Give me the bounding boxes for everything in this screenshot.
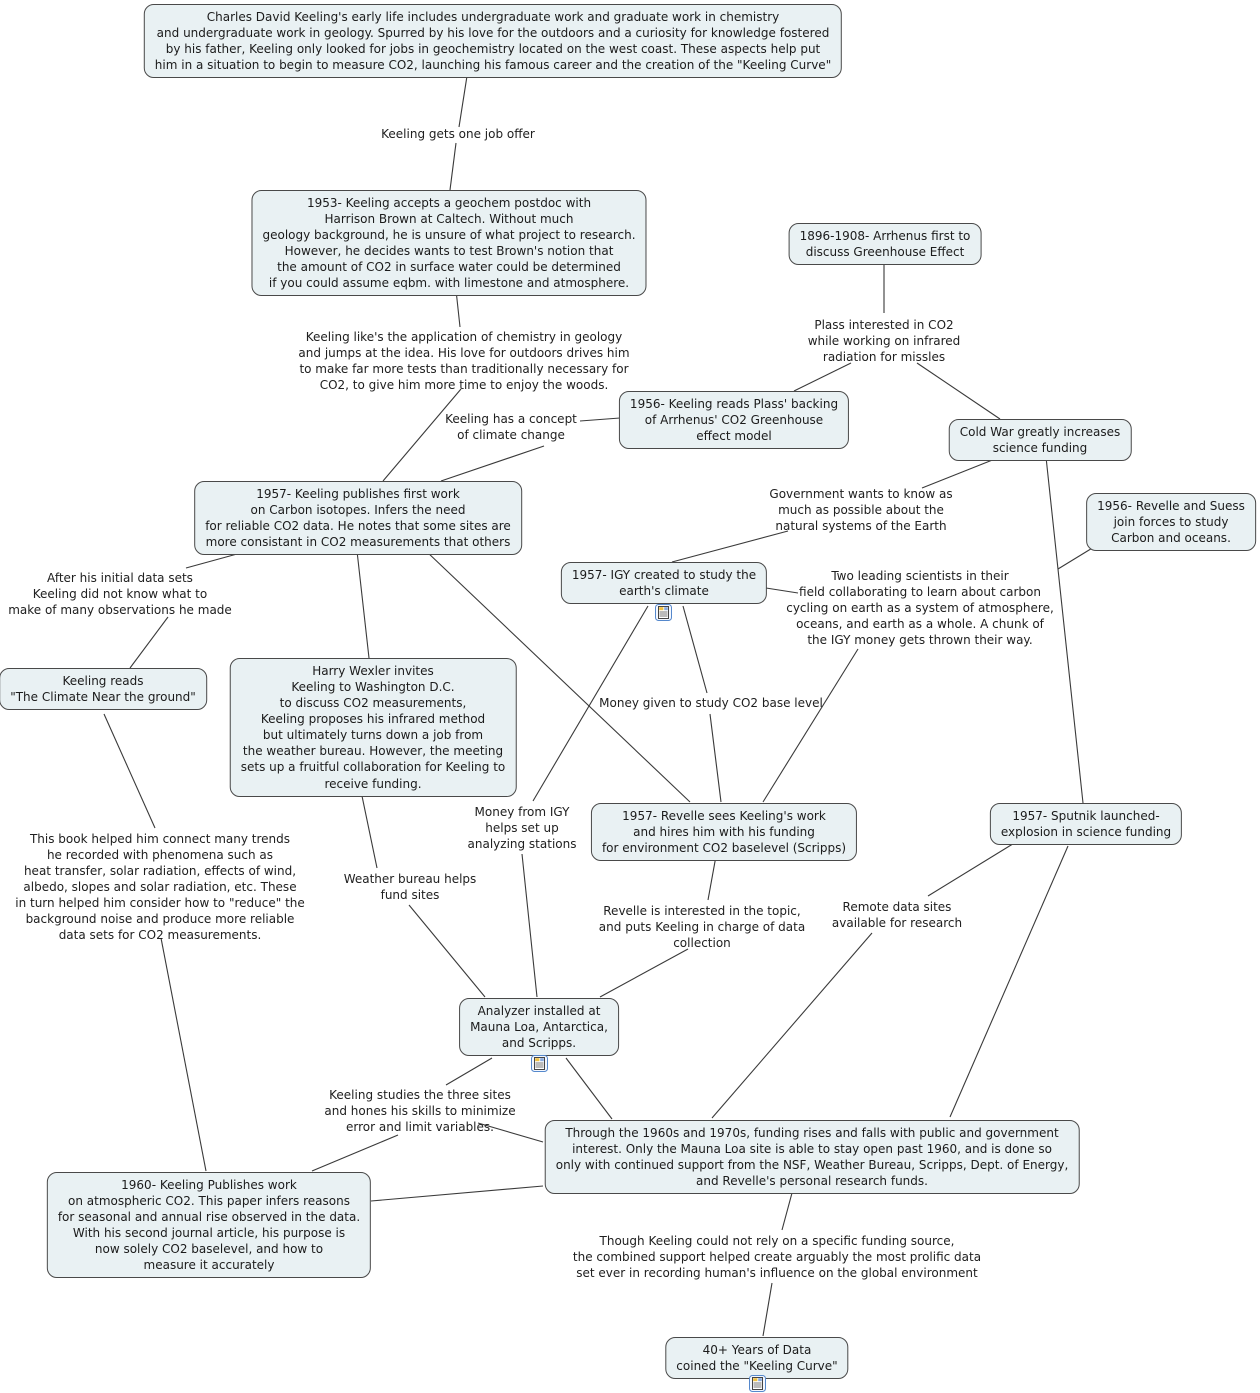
node-plass-reading[interactable]: 1956- Keeling reads Plass' backing of Ar… <box>618 391 850 450</box>
attached-resource-icon[interactable] <box>531 1055 548 1072</box>
label-two-scientists[interactable]: Two leading scientists in their field co… <box>786 569 1054 648</box>
node-forty-years[interactable]: 40+ Years of Data coined the "Keeling Cu… <box>665 1337 849 1380</box>
node-analyzer[interactable]: Analyzer installed at Mauna Loa, Antarct… <box>459 998 619 1057</box>
label-plass-interested[interactable]: Plass interested in CO2 while working on… <box>807 318 961 365</box>
node-postdoc-1953[interactable]: 1953- Keeling accepts a geochem postdoc … <box>251 190 647 297</box>
node-revelle-suess[interactable]: 1956- Revelle and Suess join forces to s… <box>1086 493 1256 552</box>
label-though-keeling[interactable]: Though Keeling could not rely on a speci… <box>572 1234 982 1281</box>
label-keeling-studies[interactable]: Keeling studies the three sites and hone… <box>324 1088 516 1135</box>
label-money-given[interactable]: Money given to study CO2 base level <box>599 696 823 710</box>
node-publishes-1960[interactable]: 1960- Keeling Publishes work on atmosphe… <box>46 1172 372 1279</box>
node-early-life[interactable]: Charles David Keeling's early life inclu… <box>143 4 843 79</box>
node-cold-war[interactable]: Cold War greatly increases science fundi… <box>948 419 1132 462</box>
label-book-helped[interactable]: This book helped him connect many trends… <box>15 832 305 943</box>
node-funding-6070s[interactable]: Through the 1960s and 1970s, funding ris… <box>544 1120 1080 1195</box>
label-concept-climate[interactable]: Keeling has a concept of climate change <box>445 412 577 443</box>
node-igy-1957[interactable]: 1957- IGY created to study the earth's c… <box>560 562 768 605</box>
label-remote-data[interactable]: Remote data sites available for research <box>831 900 963 931</box>
label-money-igy[interactable]: Money from IGY helps set up analyzing st… <box>467 805 577 852</box>
label-gov-wants[interactable]: Government wants to know as much as poss… <box>769 487 953 534</box>
label-after-initial[interactable]: After his initial data sets Keeling did … <box>8 571 232 618</box>
label-job-offer[interactable]: Keeling gets one job offer <box>381 127 535 141</box>
node-sputnik[interactable]: 1957- Sputnik launched- explosion in sci… <box>989 803 1183 846</box>
label-likes-application[interactable]: Keeling like's the application of chemis… <box>298 330 630 393</box>
node-revelle-hires[interactable]: 1957- Revelle sees Keeling's work and hi… <box>590 803 858 862</box>
node-arrhenius[interactable]: 1896-1908- Arrhenus first to discuss Gre… <box>788 223 982 266</box>
label-weather-bureau[interactable]: Weather bureau helps fund sites <box>343 872 477 903</box>
node-isotopes-1957[interactable]: 1957- Keeling publishes first work on Ca… <box>194 481 522 556</box>
label-revelle-interested[interactable]: Revelle is interested in the topic, and … <box>598 904 806 951</box>
attached-resource-icon[interactable] <box>749 1375 766 1392</box>
attached-resource-icon[interactable] <box>655 604 672 621</box>
node-climate-book[interactable]: Keeling reads "The Climate Near the grou… <box>0 668 207 711</box>
node-wexler[interactable]: Harry Wexler invites Keeling to Washingt… <box>229 658 517 797</box>
